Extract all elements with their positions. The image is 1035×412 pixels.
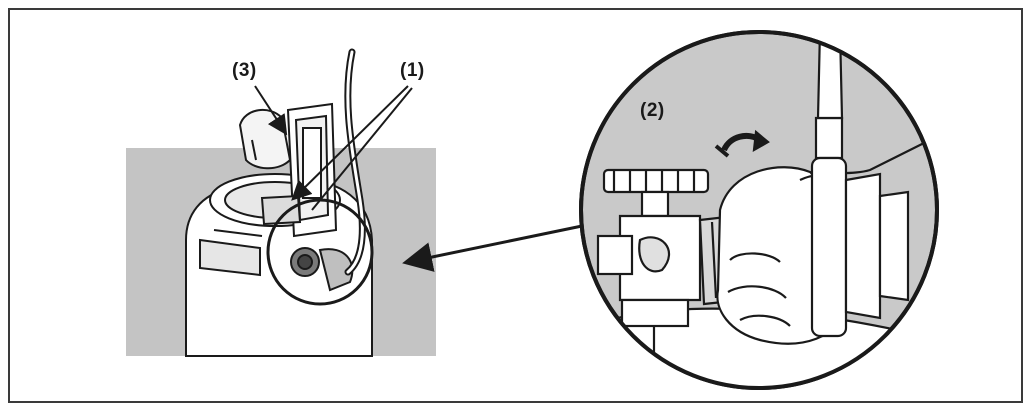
leader-line-3 [254,85,288,136]
leader-line-1 [291,85,409,201]
magnify-arrow [402,224,583,272]
leader-line-1b [311,87,413,211]
magnified-detail [579,30,939,390]
callout-label-1: (1) [400,60,425,81]
callout-label-3: (3) [232,60,257,81]
callout-label-2: (2) [640,100,665,121]
